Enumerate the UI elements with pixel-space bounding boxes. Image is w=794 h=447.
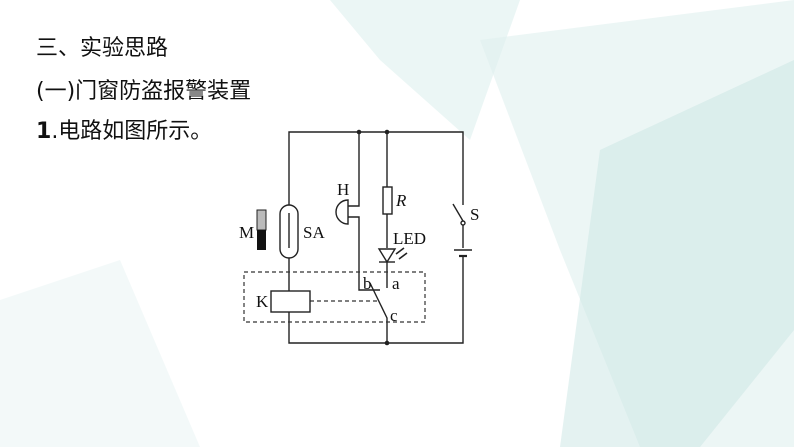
led-icon bbox=[377, 247, 408, 264]
label-b: b bbox=[363, 274, 372, 293]
reed-switch-icon bbox=[279, 204, 299, 259]
label-s: S bbox=[470, 205, 479, 224]
resistor-icon bbox=[382, 186, 393, 215]
label-m: M bbox=[239, 223, 254, 242]
magnet-icon bbox=[256, 209, 267, 250]
item-number: 1 bbox=[36, 119, 52, 144]
label-h: H bbox=[337, 180, 349, 199]
wires bbox=[288, 131, 464, 344]
label-c: c bbox=[390, 306, 398, 325]
junction-dots bbox=[356, 129, 390, 346]
label-sa: SA bbox=[303, 223, 325, 242]
subsection-heading: (一)门窗防盗报警装置 bbox=[36, 79, 252, 104]
switch-icon[interactable] bbox=[452, 203, 466, 226]
buzzer-icon bbox=[335, 199, 349, 225]
label-r: R bbox=[395, 191, 407, 210]
relay-coil-icon bbox=[270, 290, 311, 313]
label-k: K bbox=[256, 292, 269, 311]
relay-dashed-box bbox=[243, 271, 426, 323]
battery-icon bbox=[454, 249, 472, 258]
item-text: .电路如图所示。 bbox=[51, 119, 213, 144]
label-a: a bbox=[392, 274, 400, 293]
list-item: 1.电路如图所示。 bbox=[36, 113, 212, 145]
label-led: LED bbox=[393, 229, 426, 248]
section-heading: 三、实验思路 bbox=[36, 36, 169, 61]
